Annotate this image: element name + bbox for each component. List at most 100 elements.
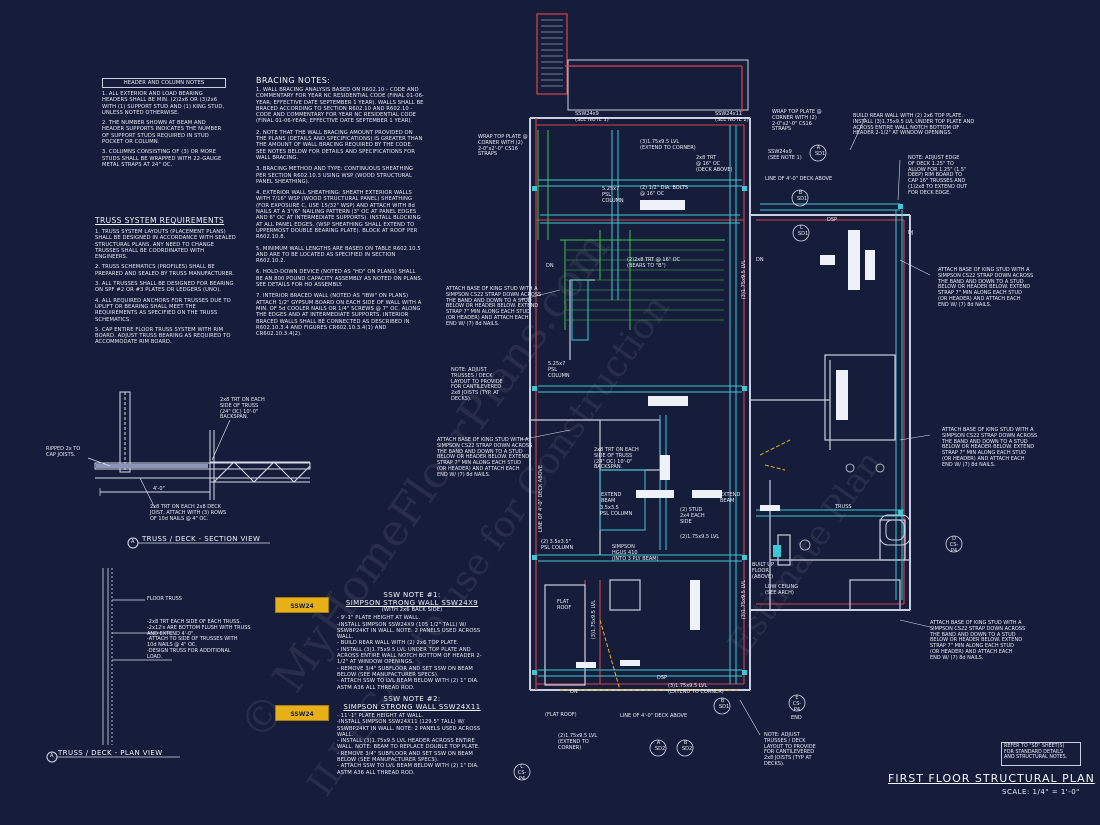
section-marker: A (131, 539, 135, 545)
label-king-stud-4: ATTACH BASE OF KING STUD WITH A SIMPSON … (942, 427, 1038, 468)
label-wrap-left: WRAP TOP PLATE @ CORNER WITH (2) 2-0"x2'… (478, 134, 528, 158)
header-column-note-3: 3. COLUMNS CONSISTING OF (3) OR MORE STU… (102, 149, 222, 168)
plan-title: TRUSS / DECK - PLAN VIEW (58, 749, 163, 757)
label-king-stud-3: ATTACH BASE OF KING STUD WITH A SIMPSON … (938, 267, 1034, 308)
plan-scale: SCALE: 1/4" = 1'-0" (1002, 788, 1080, 796)
plan-label-truss: FLOOR TRUSS (147, 596, 182, 602)
section-title: TRUSS / DECK - SECTION VIEW (142, 535, 261, 543)
label-dn-1: DN (546, 263, 554, 269)
bracing-note-1: 1. WALL BRACING ANALYSIS BASED ON R602.1… (256, 87, 424, 125)
ssw1-sub2: (WITH 2x6 BACK SIDE) (381, 607, 443, 613)
bracing-note-5: 5. MINIMUM WALL LENGTHS ARE BASED ON TAB… (256, 245, 421, 265)
label-line-deck-bot: LINE OF 4'-0" DECK ABOVE (620, 713, 688, 719)
label-ssw24x9-a: SSW24x9 (SEE NOTE 1) (575, 111, 609, 123)
ssw-note-2: SSW NOTE #2: SIMPSON STRONG WALL SSW24X1… (337, 695, 487, 776)
truss-requirements: TRUSS SYSTEM REQUIREMENTS 1. TRUSS SYSTE… (95, 216, 237, 346)
ssw2-items: - 11'-1" PLATE HEIGHT AT WALL. -INSTALL … (337, 713, 481, 776)
section-label-top: 2x8 TRT ON EACH SIDE OF TRUSS (24" OC) 1… (220, 397, 265, 421)
bracing-note-4: 4. EXTERIOR WALL SHEATHING: SHEATH EXTER… (256, 190, 421, 241)
label-extend-beam-r: EXTEND BEAM (720, 492, 741, 504)
ssw1-graphic: SSW24 (275, 597, 329, 613)
truss-note-3: 3. ALL TRUSSES SHALL BE DESIGNED FOR BEA… (95, 281, 234, 294)
ssw1-items: - 9'-1" PLATE HEIGHT AT WALL. -INSTALL S… (337, 615, 482, 691)
label-flat-roof-b: (FLAT ROOF) (545, 712, 577, 718)
label-lvl-bot: (3)1.75x9.5 LVL (EXTEND TO CORNER) (668, 683, 724, 695)
bracing-title: BRACING NOTES: (256, 76, 331, 85)
label-dia-bolts: (2) 1/2" DIA. BOLTS @ 16" OC (640, 185, 689, 197)
label-dsp-1: DSP (827, 217, 838, 223)
label-lvl-top: (3)1.75x9.5 LVL (EXTEND TO CORNER) (640, 139, 696, 151)
label-king-stud-2: ATTACH BASE OF KING STUD WITH A SIMPSON … (437, 437, 533, 478)
label-dn-2: DN (570, 689, 578, 695)
label-dj: DJ (908, 230, 914, 236)
label-truss: TRUSS (835, 504, 852, 510)
label-ssw24x9-b: SSW24x9 (SEE NOTE 1) (768, 149, 802, 161)
ssw1-tag: SSW24 (290, 603, 314, 610)
label-extend-beam-l: EXTEND BEAM (601, 492, 622, 504)
label-simpson-hgus: SIMPSON HGUS 410 (INTO 3 PLY BEAM) (612, 544, 659, 562)
section-dim: 4'-0" (153, 486, 165, 492)
label-truss-note-mid: NOTE: ADJUST TRUSSES / DECK LAYOUT TO PR… (451, 367, 503, 402)
refer-box: REFER TO "SD" SHEET(S) FOR STANDARD DETA… (1001, 742, 1081, 766)
label-lvl-corner: (2)1.75x9.5 LVL (EXTEND TO CORNER) (558, 733, 598, 751)
ssw1-subtitle: SIMPSON STRONG WALL SSW24X9 (345, 599, 479, 607)
label-lvl-vert-1: (3)1.75x9.5 LVL (741, 580, 747, 620)
label-psl-b: 5.25x7 PSL COLUMN (548, 361, 570, 379)
label-line-deck-top: LINE OF 4'-0" DECK ABOVE (765, 176, 833, 182)
ssw-note-1: SSW NOTE #1: SIMPSON STRONG WALL SSW24X9… (337, 591, 487, 691)
label-end: END (791, 715, 802, 721)
label-deck-note: NOTE: ADJUST EDGE OF DECK 1.25" TO ALLOW… (908, 155, 968, 196)
label-truss-note-bot: NOTE: ADJUST TRUSSES / DECK LAYOUT TO PR… (764, 732, 816, 767)
truss-note-2: 2. TRUSS SCHEMATICS (PROFILES) SHALL BE … (95, 264, 235, 277)
header-column-note-2: 2. THE NUMBER SHOWN AT BEAM AND HEADER S… (102, 120, 222, 146)
label-psl-a: 5.25x7 PSL COLUMN (602, 186, 624, 204)
ssw1-title: SSW NOTE #1: (383, 591, 441, 599)
ssw2-graphic: SSW24 (275, 705, 329, 721)
header-column-notes: 1. ALL EXTERIOR AND LOAD BEARING HEADERS… (102, 91, 226, 168)
plan-label-notes: -2x8 TRT EACH SIDE OF EACH TRUSS. -2x12'… (147, 619, 251, 660)
label-psl-d: (2) 3.5x3.5" PSL COLUMN (541, 539, 574, 551)
label-trt-each: 2x8 TRT ON EACH SIDE OF TRUSS (24" OC) 1… (594, 447, 639, 471)
plan-title-main: FIRST FLOOR STRUCTURAL PLAN (888, 772, 1095, 785)
header-column-title: HEADER AND COLUMN NOTES (123, 80, 205, 86)
truss-note-1: 1. TRUSS SYSTEM LAYOUTS (PLACEMENT PLANS… (95, 229, 236, 261)
label-king-stud-5: ATTACH BASE OF KING STUD WITH A SIMPSON … (930, 620, 1026, 661)
section-label-bottom: 2x8 TRT ON EACH 2x8 DECK JOIST, ATTACH W… (150, 504, 227, 522)
label-lvl-vert-2: (3)1.75x9.5 LVL (741, 260, 747, 300)
label-flat-roof-a: FLAT ROOF (557, 599, 572, 611)
label-trt-top: 2x8 TRT @ 16" OC (DECK ABOVE) (696, 155, 733, 173)
label-trt-vert: (2)2x8 TRT @ 16" OC (BEARS TO "B") (627, 257, 681, 269)
header-column-note-1: 1. ALL EXTERIOR AND LOAD BEARING HEADERS… (102, 91, 225, 116)
label-stud-each: (2) STUD 2x4 EACH SIDE (680, 507, 705, 525)
label-low-ceiling: LOW CEILING (SEE ARCH) (765, 584, 799, 596)
label-ext-wall-left: LINE OF 4'-0" DECK ABOVE (538, 465, 544, 533)
bracing-note-6: 6. HOLD-DOWN DEVICE (NOTED AS "HD" ON PL… (256, 269, 423, 289)
label-psl-c: 3.5x3.5 PSL COLUMN (600, 505, 633, 517)
label-king-stud-1: ATTACH BASE OF KING STUD WITH A SIMPSON … (446, 286, 542, 327)
bracing-notes: BRACING NOTES: 1. WALL BRACING ANALYSIS … (256, 76, 424, 337)
label-lvl-mid: (2)1.75x9.5 LVL (680, 534, 720, 540)
truss-title: TRUSS SYSTEM REQUIREMENTS (95, 216, 225, 225)
refer-text: REFER TO "SD" SHEET(S) FOR STANDARD DETA… (1004, 744, 1068, 761)
ssw2-tag: SSW24 (290, 711, 314, 718)
plan-marker: A (50, 753, 54, 759)
label-wrap-right: WRAP TOP PLATE @ CORNER WITH (2) 2-0"x2'… (772, 109, 822, 133)
truss-note-5: 5. CAP ENTIRE FLOOR TRUSS SYSTEM WITH RI… (95, 326, 231, 346)
section-label-left: RIPPED 2x TO CAP JOISTS. (46, 446, 81, 458)
truss-note-4: 4. ALL REQUIRED ANCHORS FOR TRUSSES DUE … (95, 297, 231, 323)
bracing-note-3: 3. BRACING METHOD AND TYPE: CONTINUOUS S… (256, 166, 414, 185)
label-dn-3: DN (756, 257, 764, 263)
label-built-up: BUILT UP FLOOR (ABOVE) (752, 562, 774, 580)
label-lvl-vert-3: (3)1.75x9.5 LVL (591, 600, 597, 640)
bracing-note-7: 7. INTERIOR BRACED WALL (NOTED AS "IBW" … (256, 293, 422, 338)
